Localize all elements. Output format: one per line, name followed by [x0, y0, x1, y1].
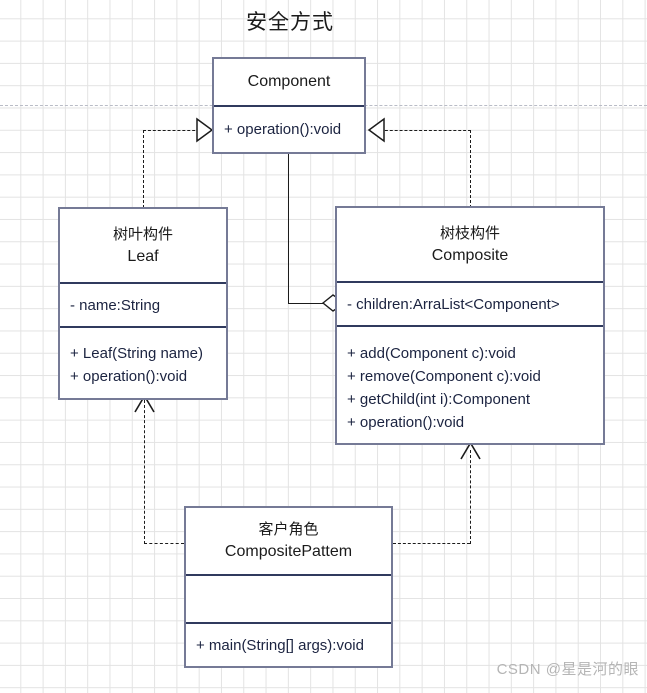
client-name-cn: 客户角色 — [258, 521, 319, 538]
composite-attribute-0: - children:ArraList<Component> — [347, 295, 560, 313]
leaf-realization-horizontal-segment — [143, 130, 205, 131]
component-method-0: + operation():void — [224, 121, 342, 138]
leaf-title-section: 树叶构件 Leaf — [60, 209, 226, 282]
hollow-triangle-arrowhead-right-icon — [367, 117, 385, 143]
class-box-client[interactable]: 客户角色 CompositePattem + main(String[] arg… — [184, 506, 393, 668]
component-class-name: Component — [214, 71, 364, 93]
aggregation-horizontal-segment — [288, 303, 325, 304]
composite-method-3: + operation():void — [347, 413, 465, 431]
client-name-en: CompositePattem — [224, 543, 353, 560]
composite-method-1: + remove(Component c):void — [347, 367, 541, 385]
leaf-attribute-0: - name:String — [70, 296, 161, 314]
composite-method-2: + getChild(int i):Component — [347, 390, 531, 408]
page-title: 安全方式 — [246, 11, 334, 34]
composite-title-section: 树枝构件 Composite — [337, 208, 603, 281]
client-title-section: 客户角色 CompositePattem — [186, 508, 391, 574]
composite-realization-horizontal-segment — [380, 130, 471, 131]
composite-class-name: 树枝构件 Composite — [337, 223, 603, 267]
composite-method-0: + add(Component c):void — [347, 344, 516, 362]
leaf-name-cn: 树叶构件 — [112, 225, 173, 243]
class-box-composite[interactable]: 树枝构件 Composite - children:ArraList<Compo… — [335, 206, 605, 445]
client-leaf-dependency-horizontal-segment — [144, 543, 184, 544]
leaf-method-0: + Leaf(String name) — [70, 345, 203, 362]
client-method-0: + main(String[] args):void — [196, 636, 364, 654]
client-methods-section: + main(String[] args):void — [186, 622, 391, 666]
component-name-en: Component — [247, 73, 331, 90]
leaf-class-name: 树叶构件 Leaf — [60, 224, 226, 268]
class-box-component[interactable]: Component + operation():void — [212, 57, 366, 154]
leaf-method-1: + operation():void — [70, 368, 188, 385]
leaf-methods-section: + Leaf(String name) + operation():void — [60, 326, 226, 398]
composite-realization-vertical-segment — [470, 130, 471, 208]
client-class-name: 客户角色 CompositePattem — [186, 519, 391, 563]
hollow-triangle-arrowhead-left-icon — [196, 117, 214, 143]
leaf-name-en: Leaf — [127, 247, 159, 265]
client-leaf-dependency-vertical-segment — [144, 400, 145, 544]
composite-name-cn: 树枝构件 — [439, 224, 500, 242]
csdn-watermark: CSDN @星是河的眼 — [496, 661, 639, 678]
client-composite-dependency-vertical-segment — [470, 450, 471, 544]
class-box-leaf[interactable]: 树叶构件 Leaf - name:String + Leaf(String na… — [58, 207, 228, 400]
component-title-section: Component — [214, 59, 364, 105]
leaf-realization-vertical-segment — [143, 130, 144, 208]
aggregation-vertical-segment — [288, 153, 289, 303]
client-composite-dependency-horizontal-segment — [393, 543, 470, 544]
component-methods-section: + operation():void — [214, 105, 364, 152]
composite-methods-section: + add(Component c):void + remove(Compone… — [337, 325, 603, 443]
client-attributes-section — [186, 574, 391, 622]
composite-name-en: Composite — [431, 246, 509, 264]
composite-attributes-section: - children:ArraList<Component> — [337, 281, 603, 325]
leaf-attributes-section: - name:String — [60, 282, 226, 326]
